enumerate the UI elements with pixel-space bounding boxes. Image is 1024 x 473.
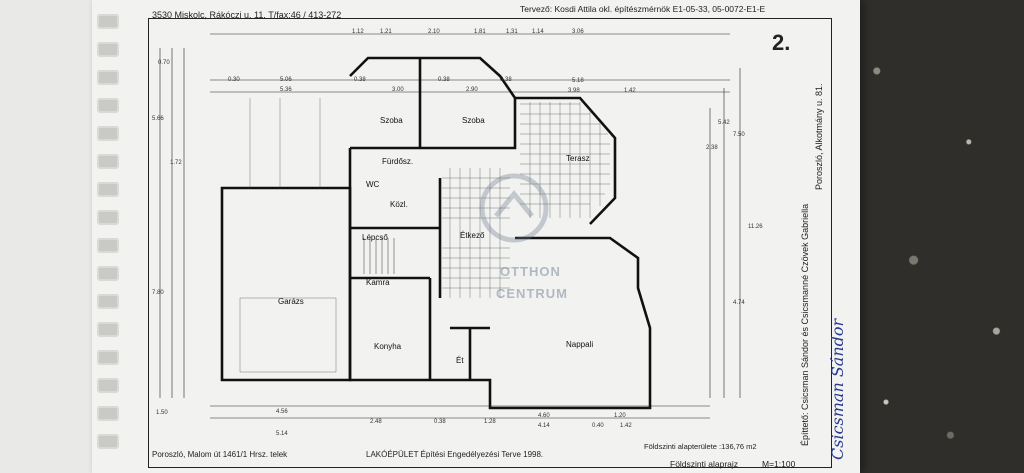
dimension-value: 1.28 bbox=[484, 419, 496, 425]
watermark-line-1: OTTHON bbox=[500, 264, 561, 279]
dimension-value: 1.12 bbox=[352, 29, 364, 35]
dimension-value: 5.06 bbox=[280, 77, 292, 83]
binding-spine bbox=[0, 0, 96, 473]
dimension-value: 0.38 bbox=[434, 419, 446, 425]
dimension-value: 4.56 bbox=[276, 409, 288, 415]
dimension-value: 5.66 bbox=[152, 116, 164, 122]
dimension-value: 1.42 bbox=[620, 423, 632, 429]
ring-icon bbox=[97, 434, 119, 449]
dimension-value: 11.26 bbox=[748, 224, 763, 230]
dimension-value: 0.38 bbox=[438, 77, 450, 83]
room-label-lepcso: Lépcső bbox=[362, 233, 388, 242]
dimension-value: 5.36 bbox=[280, 87, 292, 93]
header-address: 3530 Miskolc, Rákóczi u. 11. T/fax:46 / … bbox=[152, 10, 342, 20]
dimension-value: 4.60 bbox=[538, 413, 550, 419]
dimension-value: 5.14 bbox=[276, 431, 288, 437]
watermark-logo-icon bbox=[479, 173, 549, 243]
dimension-value: 7.50 bbox=[733, 132, 745, 138]
dimension-value: 1.31 bbox=[506, 29, 518, 35]
room-label-garazs: Garázs bbox=[278, 297, 304, 306]
watermark-line-2: CENTRUM bbox=[496, 286, 568, 301]
ring-icon bbox=[97, 70, 119, 85]
room-label-et: Ét bbox=[456, 356, 464, 365]
room-label-konyha: Konyha bbox=[374, 342, 402, 351]
dimension-value: 5.18 bbox=[572, 78, 584, 84]
dimension-value: 1.42 bbox=[624, 88, 636, 94]
ring-icon bbox=[97, 154, 119, 169]
dimension-value: 4.14 bbox=[538, 423, 550, 429]
dimension-value: 1.14 bbox=[532, 29, 544, 35]
handwritten-signature: Csicsman Sándor bbox=[828, 318, 847, 460]
ring-icon bbox=[97, 98, 119, 113]
room-label-terasz: Terasz bbox=[566, 154, 590, 163]
room-label-wc: WC bbox=[366, 180, 380, 189]
dimension-value: 0.38 bbox=[354, 77, 366, 83]
footer-location: Poroszló, Malom út 1461/1 Hrsz. telek bbox=[152, 450, 288, 459]
dimension-value: 1.20 bbox=[614, 413, 626, 419]
ring-icon bbox=[97, 350, 119, 365]
footer-scale: M=1:100 bbox=[762, 459, 796, 469]
ring-icon bbox=[97, 42, 119, 57]
room-label-kamra: Kamra bbox=[366, 278, 390, 287]
ring-icon bbox=[97, 238, 119, 253]
ring-icon bbox=[97, 210, 119, 225]
dimension-value: 0.30 bbox=[228, 77, 240, 83]
dimension-value: 3.00 bbox=[392, 87, 404, 93]
side-location: Poroszló, Alkotmány u. 81. bbox=[814, 83, 824, 190]
dimension-value: 2.38 bbox=[706, 145, 718, 151]
dimension-value: 1.81 bbox=[474, 29, 486, 35]
ring-icon bbox=[97, 126, 119, 141]
drawing-sheet bbox=[92, 0, 860, 473]
dimension-value: 3.98 bbox=[568, 88, 580, 94]
sheet-number: 2. bbox=[772, 30, 791, 55]
room-label-szoba-2: Szoba bbox=[462, 116, 485, 125]
room-label-kozl: Közl. bbox=[390, 200, 408, 209]
stone-background bbox=[840, 0, 1024, 473]
dimension-value: 3.06 bbox=[572, 29, 584, 35]
floor-plan bbox=[159, 33, 741, 419]
dimension-value: 7.80 bbox=[152, 290, 164, 296]
side-builder: Építtető: Csicsman Sándor és Csicsmanné … bbox=[800, 203, 810, 446]
dimension-value: 0.38 bbox=[500, 77, 512, 83]
ring-icon bbox=[97, 322, 119, 337]
dimension-value: 2.48 bbox=[370, 419, 382, 425]
dimension-value: 4.74 bbox=[733, 300, 745, 306]
ring-icon bbox=[97, 378, 119, 393]
dimension-value: 2.10 bbox=[428, 29, 440, 35]
dimension-value: 1.72 bbox=[170, 160, 182, 166]
footer-plan-label: Földszinti alaprajz bbox=[670, 459, 739, 469]
dimension-value: 1.50 bbox=[156, 410, 168, 416]
ring-icon bbox=[97, 182, 119, 197]
room-label-szoba-1: Szoba bbox=[380, 116, 403, 125]
room-label-furdo: Fürdősz. bbox=[382, 157, 414, 166]
dimension-value: 0.70 bbox=[158, 60, 170, 66]
room-label-nappali: Nappali bbox=[566, 340, 594, 349]
dimension-value: 5.42 bbox=[718, 120, 730, 126]
room-label-etkezo: Étkező bbox=[460, 231, 485, 240]
footer-project: LAKÓÉPÜLET Építési Engedélyezési Terve 1… bbox=[366, 450, 544, 459]
ring-icon bbox=[97, 266, 119, 281]
ring-icon bbox=[97, 14, 119, 29]
dimension-value: 0.40 bbox=[592, 423, 604, 429]
dimension-value: 2.90 bbox=[466, 87, 478, 93]
ring-icon bbox=[97, 406, 119, 421]
drawing-frame bbox=[148, 18, 832, 468]
dimension-value: 1.21 bbox=[380, 29, 392, 35]
footer-area: Földszinti alapterülete :136,76 m2 bbox=[644, 442, 757, 451]
ring-icon bbox=[97, 294, 119, 309]
header-designer: Tervező: Kosdi Attila okl. építészmérnök… bbox=[520, 4, 766, 14]
